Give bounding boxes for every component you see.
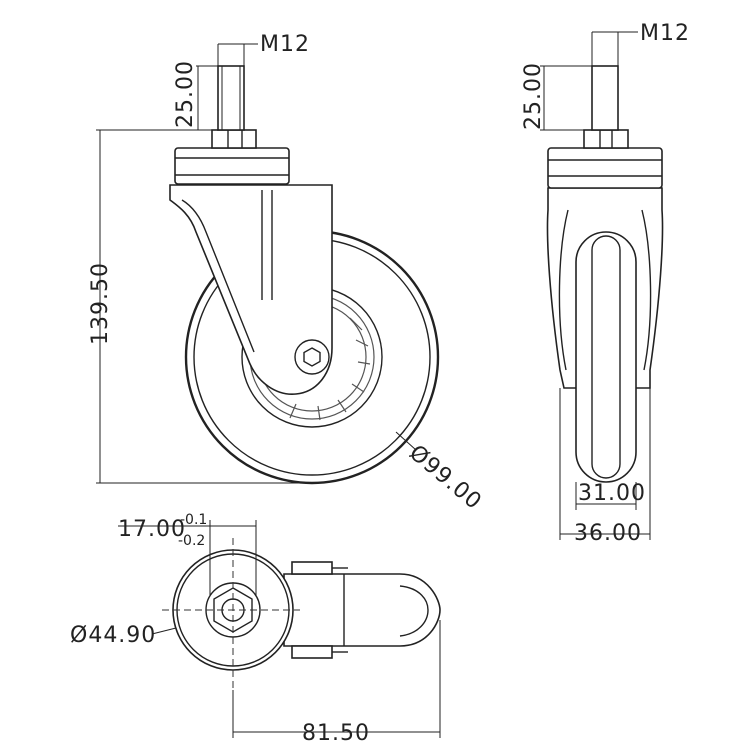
bearing-detail bbox=[289, 317, 371, 421]
top-view bbox=[162, 538, 441, 690]
side-wheel-tread bbox=[591, 235, 621, 479]
front-view bbox=[169, 65, 440, 485]
thread-size-label: M12 bbox=[260, 32, 310, 57]
side-view bbox=[546, 65, 664, 483]
side-wheel bbox=[575, 231, 637, 483]
top-dimensions: 17.00 -0.1 -0.2 Ø44.90 81.50 bbox=[70, 512, 441, 746]
top-nose-inner bbox=[399, 585, 429, 637]
side-dimensions: M12 25.00 31.00 36.00 bbox=[521, 21, 690, 546]
hex-nut bbox=[211, 129, 257, 149]
wheel-diameter-label: Ø99.00 bbox=[404, 440, 486, 515]
overall-width-label: 36.00 bbox=[574, 521, 642, 546]
side-hex-nut bbox=[583, 129, 629, 149]
offset-tol-upper: -0.1 bbox=[180, 512, 207, 528]
side-stem-length-label: 25.00 bbox=[521, 62, 546, 130]
swivel-length-label: 81.50 bbox=[302, 721, 370, 746]
fork-bracket bbox=[169, 184, 333, 395]
top-plate bbox=[174, 147, 290, 185]
side-threaded-stem bbox=[591, 65, 619, 131]
wheel-dia-leader bbox=[395, 431, 417, 451]
top-swivel-body bbox=[283, 573, 441, 647]
offset-tol-lower: -0.2 bbox=[178, 533, 205, 549]
plate-diameter-label: Ø44.90 bbox=[70, 623, 156, 648]
fork-rib bbox=[261, 190, 273, 300]
total-height-label: 139.50 bbox=[88, 262, 113, 345]
wheel-width-label: 31.00 bbox=[578, 481, 646, 506]
offset-label: 17.00 bbox=[118, 517, 186, 542]
plate-dia-leader bbox=[151, 627, 177, 635]
side-top-plate bbox=[547, 147, 663, 189]
top-lug bbox=[291, 645, 333, 659]
axle-bolt bbox=[294, 339, 330, 375]
side-thread-size-label: M12 bbox=[640, 21, 690, 46]
fork-edge bbox=[181, 199, 255, 353]
side-fork-inner bbox=[558, 209, 652, 371]
stem-length-label: 25.00 bbox=[173, 60, 198, 128]
axle-hex-socket bbox=[303, 347, 321, 367]
top-lug bbox=[291, 561, 333, 575]
